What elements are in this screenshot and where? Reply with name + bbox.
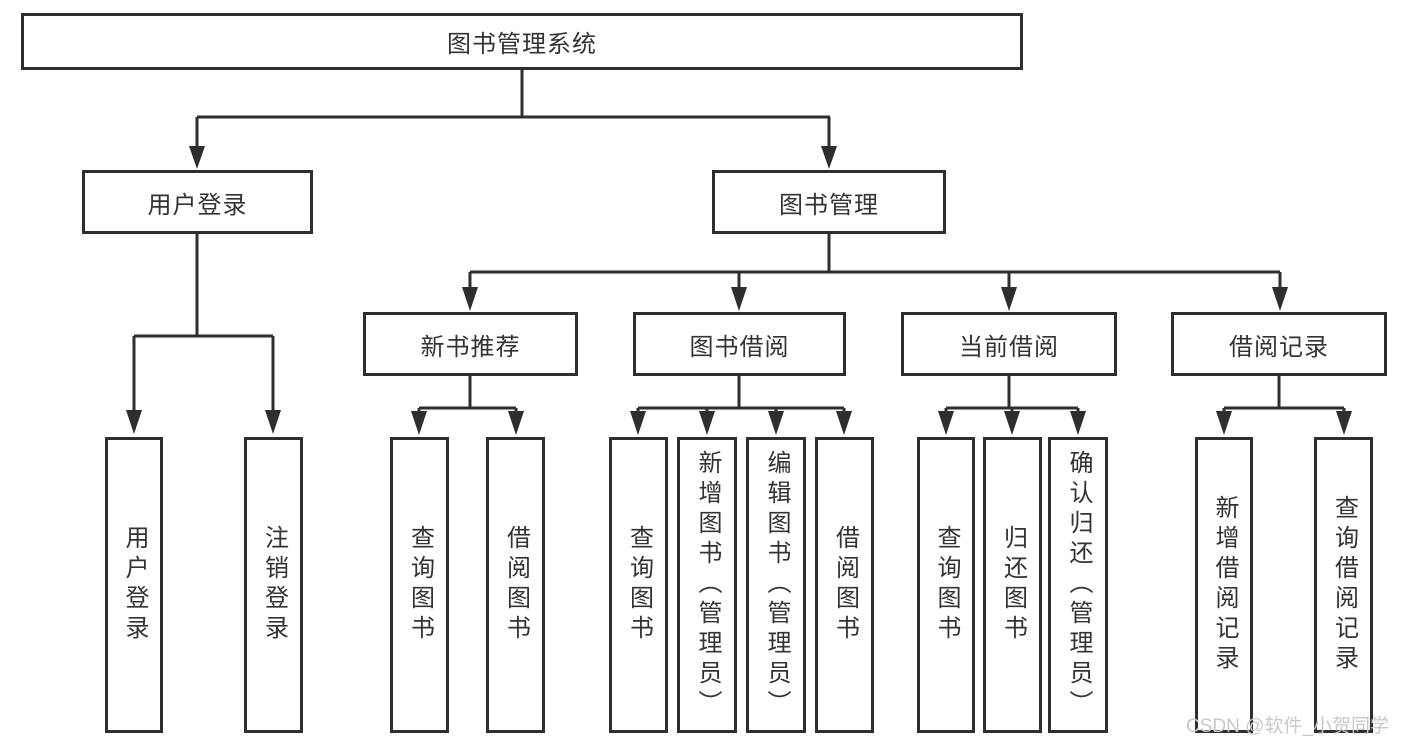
leaf-logout-label: 注销登录 [260, 525, 288, 645]
leaf-records-add-record-label: 新增借阅记录 [1211, 495, 1238, 675]
leaf-borrow-borrow-books-label: 借阅图书 [831, 525, 859, 645]
leaf-borrow-borrow-books: 借阅图书 [815, 437, 874, 733]
leaf-borrow-edit-books-admin: 编辑图书（管理员） [746, 437, 806, 733]
leaf-user-login: 用户登录 [105, 437, 163, 733]
leaf-current-confirm-return-admin: 确认归还（管理员） [1048, 437, 1108, 733]
csdn-watermark: CSDN @软件_小贺同学 [1186, 716, 1389, 737]
leaf-borrow-add-books-admin-label: 新增图书（管理员） [694, 450, 721, 720]
node-user-login: 用户登录 [82, 170, 313, 234]
leaf-borrow-query-books-label: 查询图书 [625, 525, 653, 645]
node-library-system: 图书管理系统 [21, 13, 1023, 70]
leaf-records-query-record: 查询借阅记录 [1314, 437, 1373, 733]
leaf-current-query-books: 查询图书 [917, 437, 975, 733]
node-new-book-recommend: 新书推荐 [363, 312, 578, 376]
leaf-borrow-query-books: 查询图书 [609, 437, 668, 733]
leaf-current-query-books-label: 查询图书 [933, 525, 960, 645]
leaf-records-query-record-label: 查询借阅记录 [1330, 495, 1358, 675]
leaf-logout: 注销登录 [244, 437, 303, 733]
leaf-current-confirm-return-admin-label: 确认归还（管理员） [1065, 450, 1092, 720]
node-current-borrowing: 当前借阅 [901, 312, 1117, 376]
connector-edges [132, 70, 1346, 413]
leaf-borrow-add-books-admin: 新增图书（管理员） [677, 437, 737, 733]
arrow-down-icon [126, 146, 1352, 435]
leaf-newbooks-borrow-books: 借阅图书 [486, 437, 545, 733]
leaf-newbooks-query-books-label: 查询图书 [406, 525, 434, 645]
leaf-records-add-record: 新增借阅记录 [1195, 437, 1253, 733]
node-book-management: 图书管理 [712, 170, 946, 234]
leaf-newbooks-borrow-books-label: 借阅图书 [502, 525, 530, 645]
node-borrowing-records: 借阅记录 [1171, 312, 1387, 376]
leaf-current-return-books: 归还图书 [983, 437, 1042, 733]
leaf-newbooks-query-books: 查询图书 [390, 437, 449, 733]
leaf-borrow-edit-books-admin-label: 编辑图书（管理员） [763, 450, 790, 720]
leaf-user-login-label: 用户登录 [121, 525, 148, 645]
leaf-current-return-books-label: 归还图书 [999, 525, 1027, 645]
node-book-borrowing: 图书借阅 [633, 312, 846, 376]
